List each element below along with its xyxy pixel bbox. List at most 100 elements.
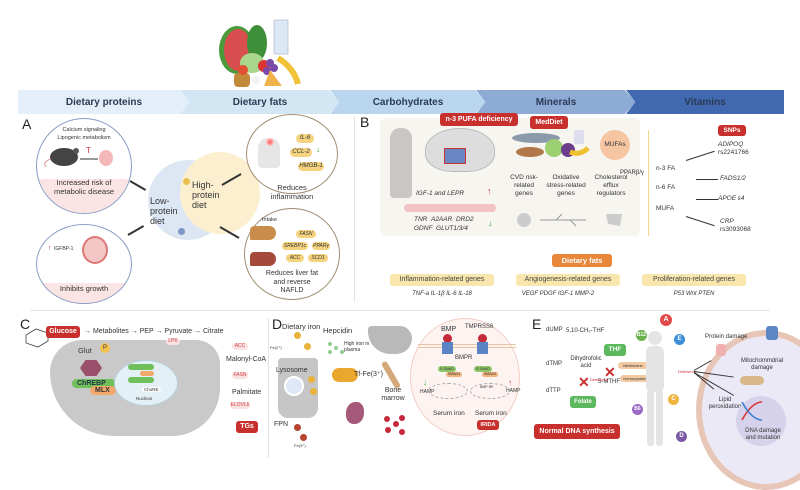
marker-srebp1c: SREBP1c (282, 242, 308, 250)
enzyme-acc: ACC (232, 343, 248, 350)
fetus-icon (82, 236, 108, 264)
thf-label: THF (604, 344, 626, 356)
fetus-caption: Inhibits growth (59, 284, 109, 293)
membrane-line (418, 344, 516, 348)
panel-b-bg (380, 118, 640, 236)
serum-iron-label-2: Serum iron (475, 410, 507, 417)
enzyme-lpk: LPK (166, 338, 180, 345)
tmprss6-label: TMPRSS6 (465, 324, 494, 330)
smad4-2: SMAD4 (482, 372, 498, 377)
fa-mufa: MUFA (656, 205, 675, 212)
fa-n6: n-6 FA (656, 184, 676, 191)
snp-arrow-3 (696, 199, 718, 200)
outcome-cvd: CVD risk-related genes (510, 174, 538, 197)
lipid-perox-label: Lipid peroxidation (708, 397, 742, 410)
dna-ellipse-2 (470, 383, 510, 399)
chore-label: ChoRE (142, 387, 161, 392)
deficiency-x-2: ✕ (604, 364, 616, 380)
fatty-liver-icon (250, 226, 276, 240)
enzyme-elovl6: ELOVL6 (230, 402, 250, 409)
banner-carbohydrates: Carbohydrates (330, 90, 486, 114)
panel-letter-b: B (360, 114, 370, 130)
marker-hmgb1: HMGB-1 (298, 162, 324, 171)
mitochondria-icon (740, 376, 764, 385)
divider-ab (354, 116, 355, 302)
arrow-to-mouse (129, 180, 147, 191)
vitamin-d-icon: D (676, 431, 687, 442)
snp-arrow-4 (685, 216, 715, 227)
igfbp-up-arrow: ↑ (48, 245, 52, 252)
divider-top-bottom (30, 310, 770, 311)
vitamin-b12-icon: B12 (636, 330, 647, 341)
genes-inflammation: TNF-a IL-1β IL-6 IL-18 (412, 291, 472, 297)
iron-ion-2 (304, 343, 311, 350)
yang-dot (178, 228, 185, 235)
marker-scd1: SCD1 (308, 254, 328, 262)
hepcidin-label: Hepcidin (323, 326, 353, 335)
vitamin-e-icon: E (674, 334, 685, 345)
snps-label: SNPs (718, 125, 746, 136)
smad4-1: SMAD4 (446, 372, 462, 377)
snp-fads: FADS1/2 (720, 175, 746, 182)
hamp-label-1: HAMP (420, 389, 435, 395)
genes-proliferation: P53 Wnt PTEN (673, 291, 715, 297)
bmpr-receptor-2 (477, 342, 488, 354)
inflammation-spot-head (266, 138, 274, 146)
meddiet-foods-icon (510, 128, 590, 162)
food-illustration (212, 18, 312, 88)
deficiency-x-1: ✕ (578, 374, 590, 390)
vitamin-c-icon: C (668, 394, 679, 405)
banner-minerals: Minerals (476, 90, 636, 114)
healthy-liver-icon (250, 252, 276, 266)
inflammation-caption: Reduces inflammation (270, 183, 314, 201)
divider-cd (268, 318, 269, 458)
tgs-label: TGs (236, 421, 258, 433)
divider-snps (648, 130, 649, 236)
chrebp-nucleus-group (128, 364, 154, 386)
homocysteine-label: Homocysteine (620, 375, 652, 382)
dna-helix-icon (740, 400, 764, 427)
genes-angiogenesis: VEGF PDGF IGF-1 MMP-2 (521, 291, 595, 297)
pufa-deficiency-label: n-3 PUFA deficiency (440, 113, 518, 126)
gene-group-inflammation: Inflammation-related genes (390, 274, 494, 286)
irida-label: IRIDA (477, 420, 499, 430)
snp-arrow-1 (685, 150, 715, 161)
outcome-oxidative: Oxidative stress-related genes (546, 174, 586, 197)
down-arrow-green: ↓ (316, 145, 320, 154)
deficiency-label-1: Deficiency (590, 377, 609, 382)
vitamin-b6-icon: B6 (632, 404, 643, 415)
pregnant-woman-icon (390, 128, 412, 198)
glut-label: Glut (78, 346, 92, 355)
marker-ppar: PPARγ (312, 242, 330, 250)
igf-up-arrow: ↑ (487, 186, 492, 196)
bmp-signaling-circle (410, 318, 520, 436)
mouse-line1: Calcium signaling (62, 127, 106, 133)
fa-n3: n-3 FA (656, 165, 676, 172)
nucleus-label: Nucleus (136, 396, 153, 401)
serum-iron-label-1: Serum iron (433, 410, 465, 417)
igf-lepr-label: IGF-1 and LEPR (416, 190, 465, 197)
gene-group-angiogenesis: Angiogenesis-related genes (516, 274, 620, 286)
dttp-label: dTTP (546, 388, 561, 394)
protein-damage-label: Protein damage (705, 334, 748, 340)
dna-ellipse-1 (428, 383, 468, 399)
lysosome-label: Lysosome (276, 367, 308, 374)
ppar-label: PPARβ/γ (620, 170, 645, 176)
marker-il6: IL-6 (296, 134, 314, 143)
glucose-label: Glucose (46, 326, 80, 338)
vitamin-a-icon: A (660, 314, 672, 326)
fpn-label: FPN (274, 421, 288, 428)
mufas-circle (600, 130, 630, 160)
enzyme-fasn: FASN (232, 372, 248, 379)
high-iron-label: High iron in plasma (344, 341, 370, 353)
iron-ion-4 (310, 388, 317, 395)
intake-label: Intake (262, 217, 277, 223)
hamp-label-2: HAMP (506, 388, 521, 394)
gene-group-proliferation: Proliferation-related genes (642, 274, 746, 286)
panel-letter-e: E (532, 316, 542, 332)
mouse-circle (36, 118, 132, 214)
banner-dietary-fats: Dietary fats (180, 90, 340, 114)
human-body-icon (640, 330, 670, 448)
low-protein-label: Low-protein diet (150, 196, 178, 226)
